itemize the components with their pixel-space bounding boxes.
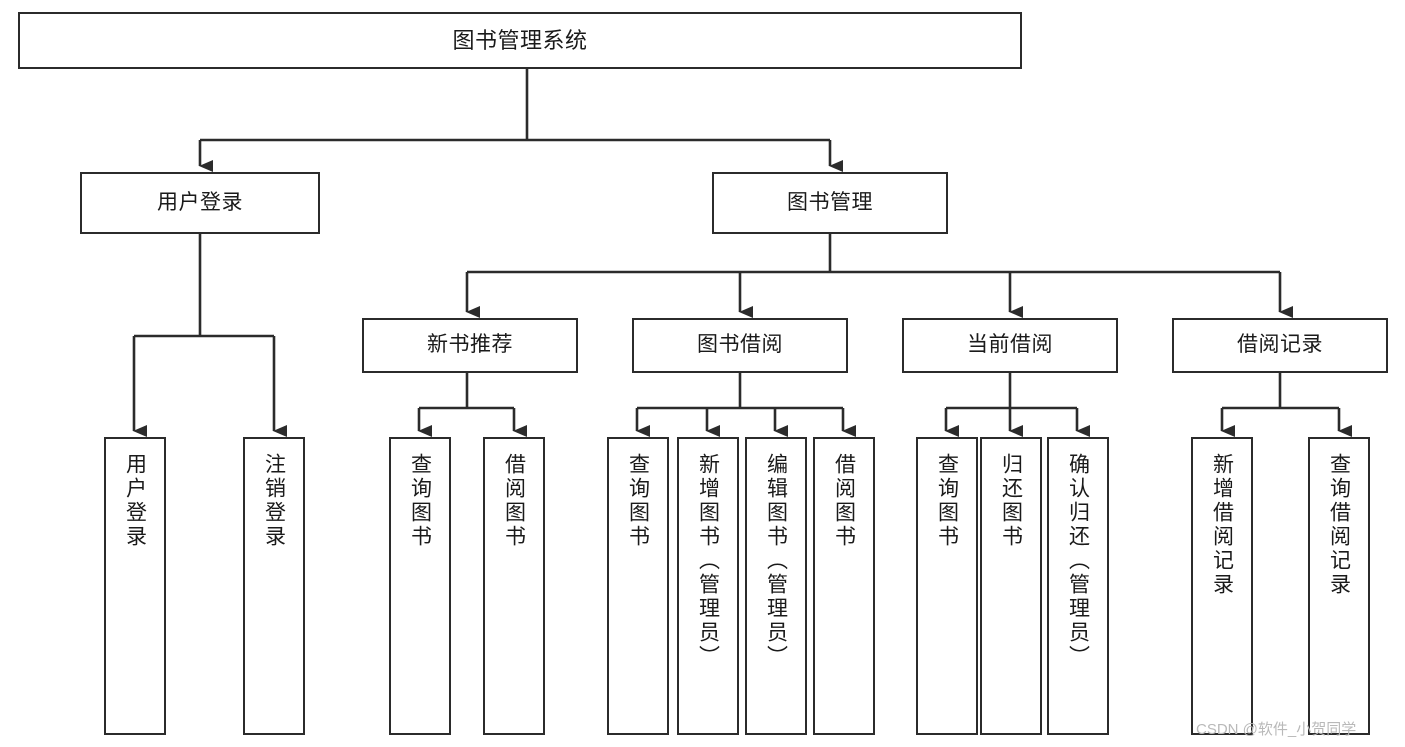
node-book-borrow-label: 图书借阅 — [697, 333, 783, 357]
node-book-borrow[interactable]: 图书借阅 — [632, 318, 848, 373]
node-user-login[interactable]: 用户登录 — [80, 172, 320, 234]
node-book-manage[interactable]: 图书管理 — [712, 172, 948, 234]
node-leaf-borrow-book-1-label: 借阅图书 — [502, 453, 526, 549]
node-leaf-edit-book-label: 编辑图书（管理员） — [764, 453, 788, 669]
node-user-login-label: 用户登录 — [157, 190, 243, 214]
node-leaf-return-book[interactable]: 归还图书 — [980, 437, 1042, 735]
node-leaf-add-book[interactable]: 新增图书（管理员） — [677, 437, 739, 735]
node-new-book-recommend[interactable]: 新书推荐 — [362, 318, 578, 373]
node-leaf-query-book-3[interactable]: 查询图书 — [916, 437, 978, 735]
node-current-borrow[interactable]: 当前借阅 — [902, 318, 1118, 373]
node-leaf-return-book-label: 归还图书 — [999, 453, 1023, 549]
node-root-label: 图书管理系统 — [452, 27, 588, 53]
node-leaf-query-book-1-label: 查询图书 — [408, 453, 432, 549]
node-new-book-recommend-label: 新书推荐 — [427, 333, 513, 357]
node-leaf-query-book-1[interactable]: 查询图书 — [389, 437, 451, 735]
node-leaf-edit-book[interactable]: 编辑图书（管理员） — [745, 437, 807, 735]
node-leaf-borrow-book-2[interactable]: 借阅图书 — [813, 437, 875, 735]
node-borrow-record-label: 借阅记录 — [1237, 333, 1323, 357]
node-leaf-query-record[interactable]: 查询借阅记录 — [1308, 437, 1370, 735]
node-current-borrow-label: 当前借阅 — [967, 333, 1053, 357]
node-leaf-borrow-book-2-label: 借阅图书 — [832, 453, 856, 549]
node-root[interactable]: 图书管理系统 — [18, 12, 1022, 69]
node-leaf-query-record-label: 查询借阅记录 — [1327, 453, 1351, 597]
node-leaf-add-record[interactable]: 新增借阅记录 — [1191, 437, 1253, 735]
node-leaf-logout[interactable]: 注销登录 — [243, 437, 305, 735]
node-leaf-add-record-label: 新增借阅记录 — [1210, 453, 1234, 597]
node-leaf-borrow-book-1[interactable]: 借阅图书 — [483, 437, 545, 735]
node-leaf-user-login-label: 用户登录 — [123, 453, 147, 549]
watermark: CSDN @软件_小贺同学 — [1196, 721, 1357, 738]
node-leaf-confirm-return[interactable]: 确认归还（管理员） — [1047, 437, 1109, 735]
node-leaf-query-book-2-label: 查询图书 — [626, 453, 650, 549]
node-leaf-confirm-return-label: 确认归还（管理员） — [1066, 453, 1090, 669]
node-leaf-user-login[interactable]: 用户登录 — [104, 437, 166, 735]
node-leaf-add-book-label: 新增图书（管理员） — [696, 453, 720, 669]
node-leaf-logout-label: 注销登录 — [262, 453, 286, 549]
node-borrow-record[interactable]: 借阅记录 — [1172, 318, 1388, 373]
node-book-manage-label: 图书管理 — [787, 190, 873, 214]
node-leaf-query-book-2[interactable]: 查询图书 — [607, 437, 669, 735]
node-leaf-query-book-3-label: 查询图书 — [935, 453, 959, 549]
